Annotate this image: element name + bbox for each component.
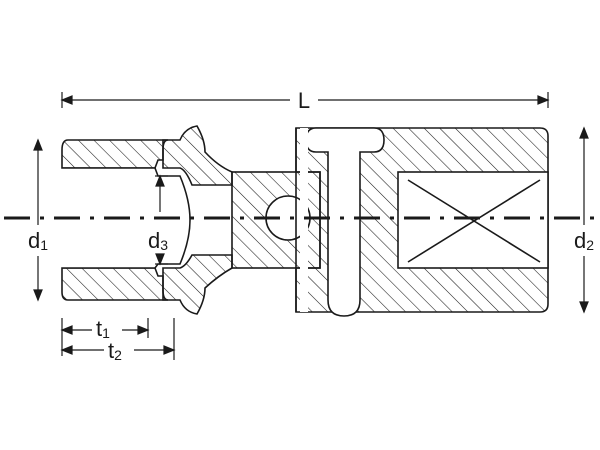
label-d3: d3: [148, 228, 168, 253]
label-t1: t1: [96, 316, 110, 341]
label-t2: t2: [108, 338, 122, 363]
dim-d1: [33, 138, 43, 302]
dim-d3: [155, 174, 168, 266]
dim-d2: [579, 126, 589, 314]
label-d1: d1: [28, 228, 48, 253]
left-socket-body: [61, 125, 233, 315]
label-d2: d2: [574, 228, 594, 253]
cross-mark-2: [407, 179, 541, 263]
dim-t1-t2: [60, 318, 176, 360]
label-L: L: [298, 88, 310, 113]
dim-L: [60, 92, 550, 108]
cross-pin: [295, 127, 385, 317]
